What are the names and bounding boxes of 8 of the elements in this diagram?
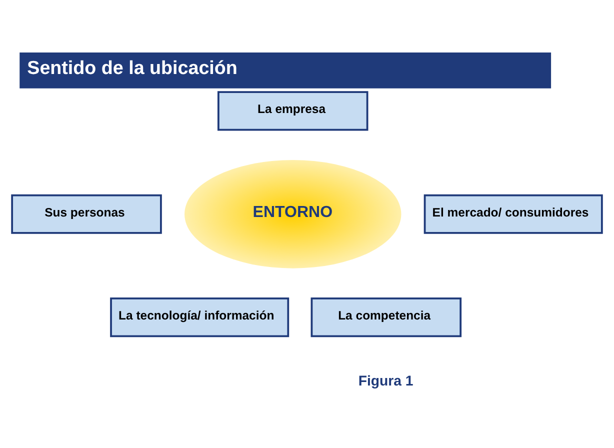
node-ellipse: ENTORNO (184, 159, 402, 268)
caption: Figura 1 (358, 372, 414, 388)
diagram-title: Sentido de la ubicación (27, 56, 238, 78)
node-box: Sus personas (11, 194, 162, 234)
node-box: La competencia (310, 297, 462, 337)
node-box: La tecnología/ información (110, 297, 290, 337)
node-box: La empresa (217, 90, 368, 130)
node-box: El mercado/ consumidores (424, 194, 603, 234)
